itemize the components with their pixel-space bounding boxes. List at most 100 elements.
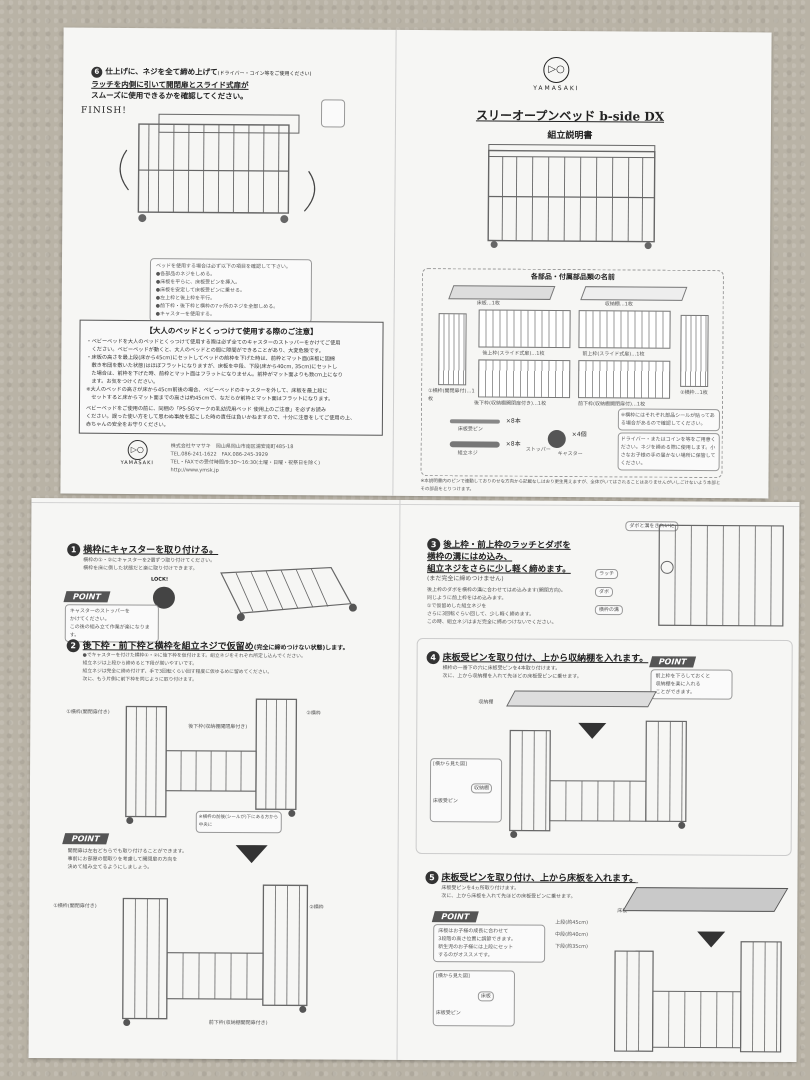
part-front-upper: 前上枠(スライド式扉)…1枚 <box>582 351 645 358</box>
step3-number: 3 <box>427 538 441 552</box>
yamasaki-logo-icon: ▷○ <box>127 439 148 461</box>
arrow-down-icon <box>235 845 268 864</box>
front-lower-shape <box>578 360 671 399</box>
step6-number: 6 <box>91 66 103 78</box>
step5-side-view-inset: [横から見た図] 床板 床板受ピン <box>432 970 516 1027</box>
tag-dabo: ダボ <box>594 586 614 598</box>
part-stopper: ストッパー <box>525 446 551 453</box>
step2-number: 2 <box>66 639 80 653</box>
driver-note: ドライバー・またはコインを等をご用意ください。ネジを締める際に使用します。小さな… <box>617 432 720 472</box>
brand-name: YAMASAKI <box>533 84 580 93</box>
step3-desc: この時、組立ネジはまだ完全に締めつけないでください。 <box>426 619 557 626</box>
step4-point: POINT 前上枠を下ろしておくと 収納棚を楽に入れる ことができます。 <box>649 649 733 700</box>
checklist-item: ●キャスターを使用する。 <box>155 311 216 318</box>
floor-board-shape <box>622 887 789 912</box>
step2-point: POINT 開閉扉は左右どちらでも取り付けることができます。 事前にお部屋の間取… <box>62 826 192 874</box>
bolt-icon <box>449 441 500 448</box>
part-storage-board: 収納棚…1枚 <box>604 301 633 308</box>
latch-detail-icon <box>320 99 346 128</box>
pre-use-checklist: ベッドを使用する場合は必ず以下の項目を確認して下さい。 ●各部品のネジをしめる。… <box>149 258 313 324</box>
tag-groove: 横枠の溝 <box>594 604 623 616</box>
step1-point-line: この後の組み立て作業が楽になります。 <box>69 624 150 639</box>
step5-inset-floor: 床板 <box>477 991 494 1002</box>
height-levels: 上段(約45cm) 中段(約40cm) 下段(約35cm) <box>555 919 588 951</box>
step2-seal-note: ※横枠の前後(シールが)下にある方から中央に <box>195 810 282 834</box>
step2-title-note: (完全に締めつけない状態)します。 <box>253 644 349 652</box>
product-title: スリーオープンベッド b-side DX <box>475 108 665 124</box>
step6-line1-note: (ドライバー・コイン等をご使用ください) <box>217 70 312 78</box>
step2-frame-illustration <box>125 698 298 825</box>
seal-note: ※横枠にはそれぞれ部品シールが貼ってある場合があるので確認してください。 <box>617 408 720 432</box>
height-top: 上段(約45cm) <box>555 919 589 926</box>
fold-line <box>31 501 800 508</box>
yamasaki-logo-icon: ▷○ <box>543 56 570 84</box>
step5-crib-illustration <box>613 941 782 1053</box>
step4-title: 床板受ピンを取り付け、上から収納棚を入れます。 <box>442 653 649 665</box>
company-url: http://www.ymsk.jp <box>170 467 219 474</box>
step5-inset-title: [横から見た図] <box>435 973 470 980</box>
part-floor-pin-count: ×8本 <box>505 417 521 425</box>
side-frame-caster-illustration <box>220 566 357 622</box>
step2-title: 後下枠・前下枠と横枠を組立ネジで仮留め <box>82 641 254 653</box>
step2-point-line: 決めて組み立てるようにしましょう。 <box>67 864 153 871</box>
step2-desc: 次に、もう片側に前下枠を同じように取り付けます。 <box>82 677 197 683</box>
step4-desc: 次に、上から収納棚を入れて先ほどの床板受ピンに乗せます。 <box>442 673 582 680</box>
product-crib-illustration <box>487 144 656 250</box>
height-mid: 中段(約40cm) <box>555 931 589 938</box>
company-info: 株式会社ヤマサキ 岡山県岡山市南区浦安南町485-18 TEL.086-241-… <box>171 442 321 475</box>
step4-crib-illustration <box>509 720 687 839</box>
step4-point-label: POINT <box>649 656 696 668</box>
part-floor-pin: 床板受ピン <box>457 426 483 433</box>
brand-logo: ▷○ YAMASAKI <box>533 56 580 93</box>
step1-number: 1 <box>67 543 81 557</box>
title-block: スリーオープンベッド b-side DX 組立説明書 <box>455 106 685 142</box>
step3-title2: 横枠の溝にはめ込み、 <box>427 552 513 563</box>
storage-board-shape <box>506 690 657 708</box>
height-low: 下段(約35cm) <box>555 943 589 950</box>
part-bolt-count: ×8本 <box>505 440 521 448</box>
step4-point-line: ことができます。 <box>655 689 695 696</box>
step4-inset-storage: 収納棚 <box>470 783 492 794</box>
step2-point-label: POINT <box>62 833 109 845</box>
lock-label: LOCK! <box>151 576 169 583</box>
step2-label-side1: ①横枠(開閉扉付き) <box>66 709 110 716</box>
company-logo: ▷○ YAMASAKI <box>120 439 154 467</box>
side-right-shape <box>680 314 709 388</box>
step5-inset-pin: 床板受ピン <box>435 1010 461 1017</box>
step1-point: POINT キャスターのストッパーを かけてください。 この後の組み立て作業が楽… <box>63 584 159 643</box>
part-rear-lower: 後下枠(収納棚開閉扉付き)…1枚 <box>474 400 547 407</box>
step4-label-storage: 収納棚 <box>478 699 494 706</box>
floor-pin-icon <box>449 419 500 424</box>
step6-line2: ラッチを内側に引いて開閉扉とスライド式扉が <box>91 79 249 90</box>
part-side-left: ①横枠(開閉扉付)…1枚 <box>428 388 475 403</box>
part-caster-count: ×4個 <box>571 431 587 439</box>
step4-inset-title: [横から見た図] <box>433 761 468 768</box>
step5-point-label: POINT <box>431 911 479 923</box>
storage-board-shape <box>580 286 688 301</box>
part-bolt: 組立ネジ <box>457 450 478 457</box>
step3-frame-illustration <box>658 524 784 627</box>
tag-latch: ラッチ <box>595 568 619 580</box>
step2-assembled-illustration <box>122 884 309 1026</box>
parts-footnote: ※本説明書内のピンで連動しておりのせな方向から記載なしはおり更生見えますが、全体… <box>420 479 721 493</box>
step5-point-line: するのがオススメです。 <box>438 952 493 959</box>
step3-title1: 後上枠・前上枠のラッチとダボを <box>443 540 571 551</box>
side-left-shape <box>438 313 467 386</box>
front-upper-shape <box>578 310 671 349</box>
parts-list-panel: 各部品・付属部品類の名前 床板…1枚 収納棚…1枚 後上枠(スライド式扉)…1枚… <box>420 268 724 479</box>
step5-point: POINT 床板はお子様の成長に合わせて 3段階の高さ位置に調節できます。 新生… <box>431 904 546 963</box>
part-side-right: ②横枠…1枚 <box>680 389 708 397</box>
step4-inset-pin: 床板受ピン <box>432 798 458 805</box>
rear-upper-shape <box>478 309 571 349</box>
adult-bed-notice: 【大人のベッドとくっつけて使用する際のご注意】 ・ベビーベッドを大人のベッドとく… <box>78 319 384 436</box>
company-logo-name: YAMASAKI <box>120 459 154 467</box>
floor-board-shape <box>448 285 556 300</box>
fold-line <box>396 499 401 1060</box>
fold-line <box>392 29 397 496</box>
